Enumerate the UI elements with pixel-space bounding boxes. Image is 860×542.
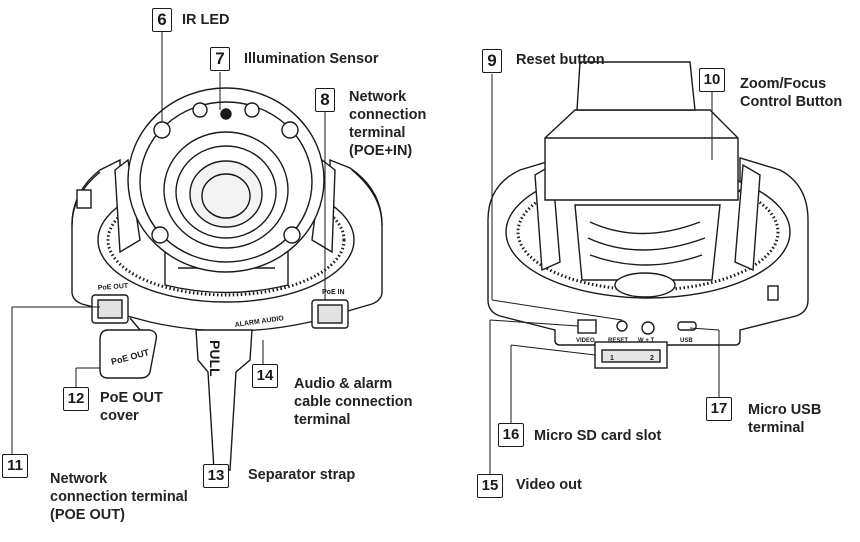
callout-17-number: 17 [706,397,732,421]
callout-6-label: IR LED [182,12,230,28]
callout-13-number: 13 [203,464,229,488]
mark-video: VIDEO [576,338,595,344]
callout-16-label: Micro SD card slot [534,428,662,444]
callout-16-number: 16 [498,423,524,447]
callout-9-number: 9 [482,49,502,73]
callout-15-label: Video out [516,477,582,493]
mark-zoom-focus: W + T [638,338,655,344]
camera-rear-view [487,61,809,369]
mark-poe-out-port: PoE OUT [98,283,129,292]
mark-usb: USB [680,338,693,344]
mark-sd-1: 1 [610,355,614,362]
mark-poe-in-port: PoE IN [322,289,345,296]
callout-14-number: 14 [252,364,278,388]
camera-front-view [71,87,383,471]
callout-10-number: 10 [699,68,725,92]
leader-lines [11,30,720,475]
mark-reset: RESET [608,338,628,344]
callout-12-number: 12 [63,387,89,411]
callout-6-number: 6 [152,8,172,32]
callout-7-number: 7 [210,47,230,71]
callout-11-number: 11 [2,454,28,478]
mark-sd-2: 2 [650,355,654,362]
callout-9-label: Reset button [516,52,605,68]
callout-13-label: Separator strap [248,467,356,483]
callout-7-label: Illumination Sensor [244,51,379,67]
callout-15-number: 15 [477,474,503,498]
mark-pull: PULL [207,340,223,377]
callout-8-number: 8 [315,88,335,112]
